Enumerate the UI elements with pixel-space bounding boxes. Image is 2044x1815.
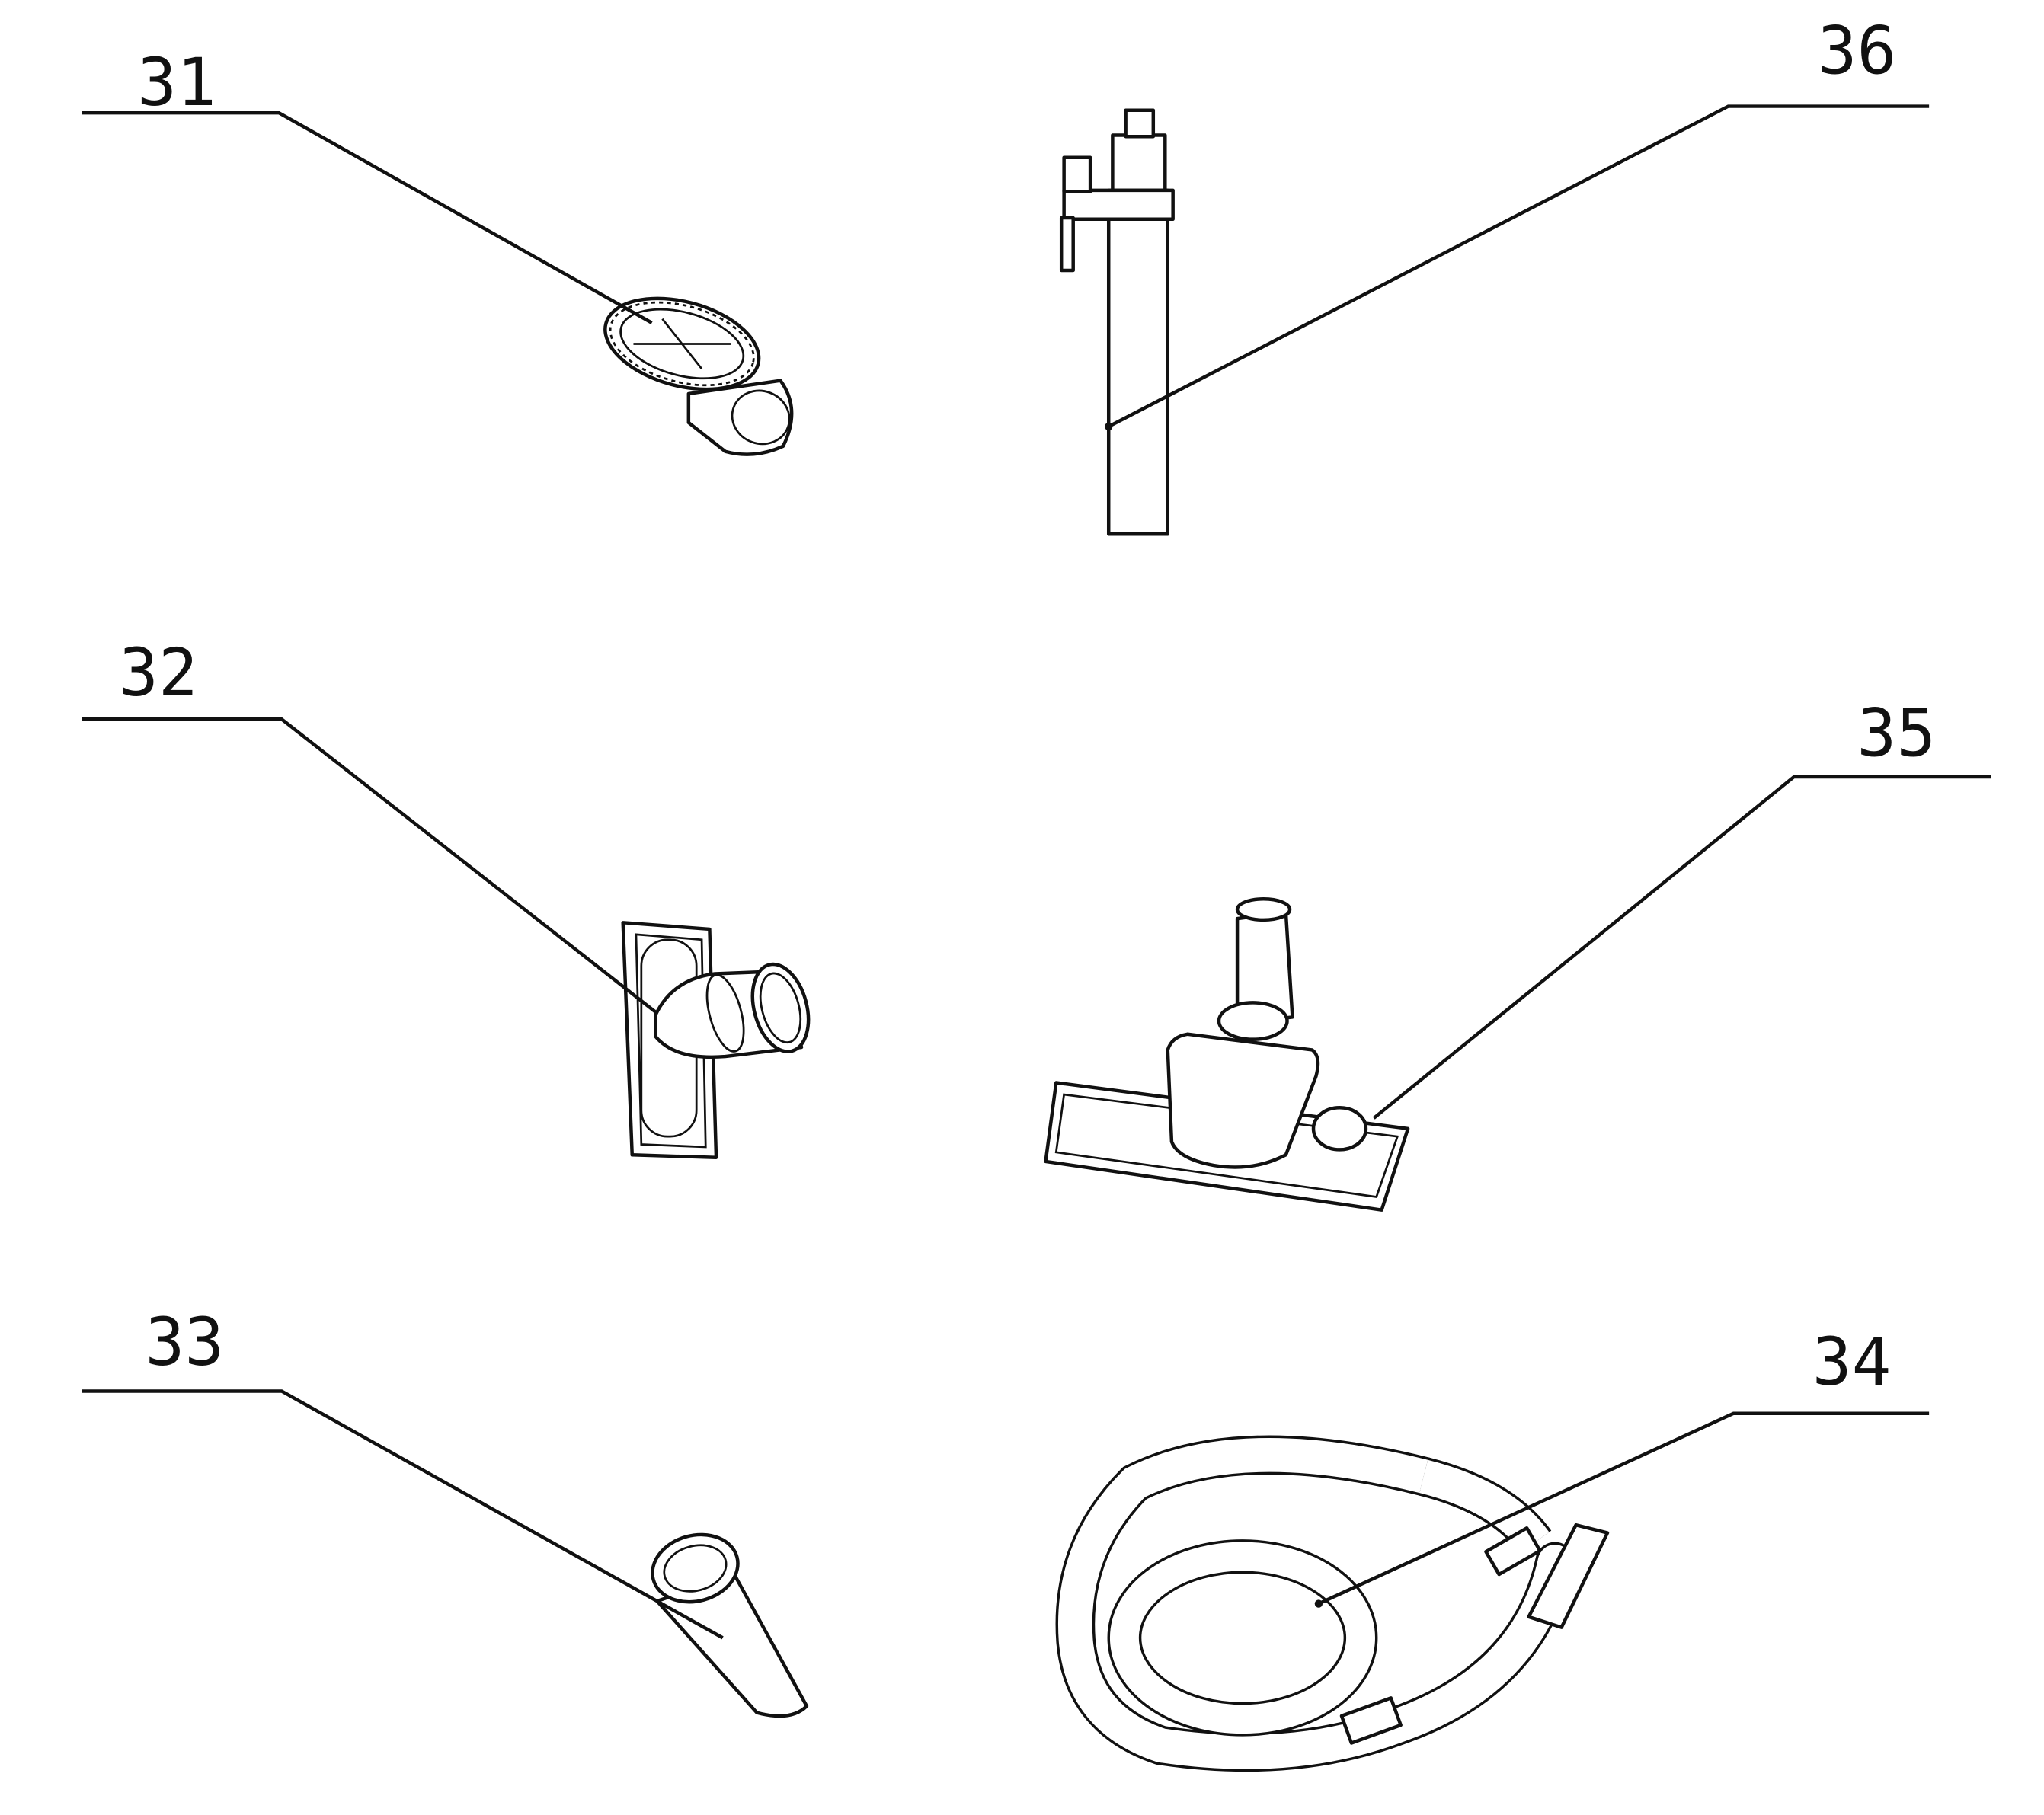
callout-label-35: 35 bbox=[1857, 695, 1936, 772]
leader-dot-36 bbox=[1105, 422, 1113, 431]
leader-line-33 bbox=[82, 1389, 724, 1640]
leader-line-36 bbox=[1108, 104, 1930, 428]
part-32-upholstery-tool bbox=[621, 921, 811, 1159]
leader-lines bbox=[82, 104, 1991, 1640]
part-33-crevice-nozzle bbox=[651, 1532, 809, 1718]
callout-labels: 31 36 32 35 33 34 bbox=[119, 13, 1936, 1400]
leader-dot-34 bbox=[1314, 1599, 1323, 1608]
part-36-extension-tube bbox=[1059, 108, 1175, 536]
part-35-floor-nozzle bbox=[1044, 897, 1410, 1212]
leader-line-35 bbox=[1372, 775, 1991, 1120]
callout-label-34: 34 bbox=[1812, 1325, 1892, 1401]
part-34-hose bbox=[1055, 1435, 1610, 1772]
callout-label-32: 32 bbox=[119, 635, 198, 711]
leader-line-32 bbox=[82, 717, 658, 1015]
leader-line-34 bbox=[1317, 1411, 1930, 1606]
callout-label-31: 31 bbox=[137, 45, 216, 121]
callout-label-33: 33 bbox=[145, 1305, 224, 1381]
part-31-round-brush bbox=[603, 296, 794, 456]
callout-label-36: 36 bbox=[1818, 13, 1897, 89]
leader-line-31 bbox=[82, 110, 653, 324]
